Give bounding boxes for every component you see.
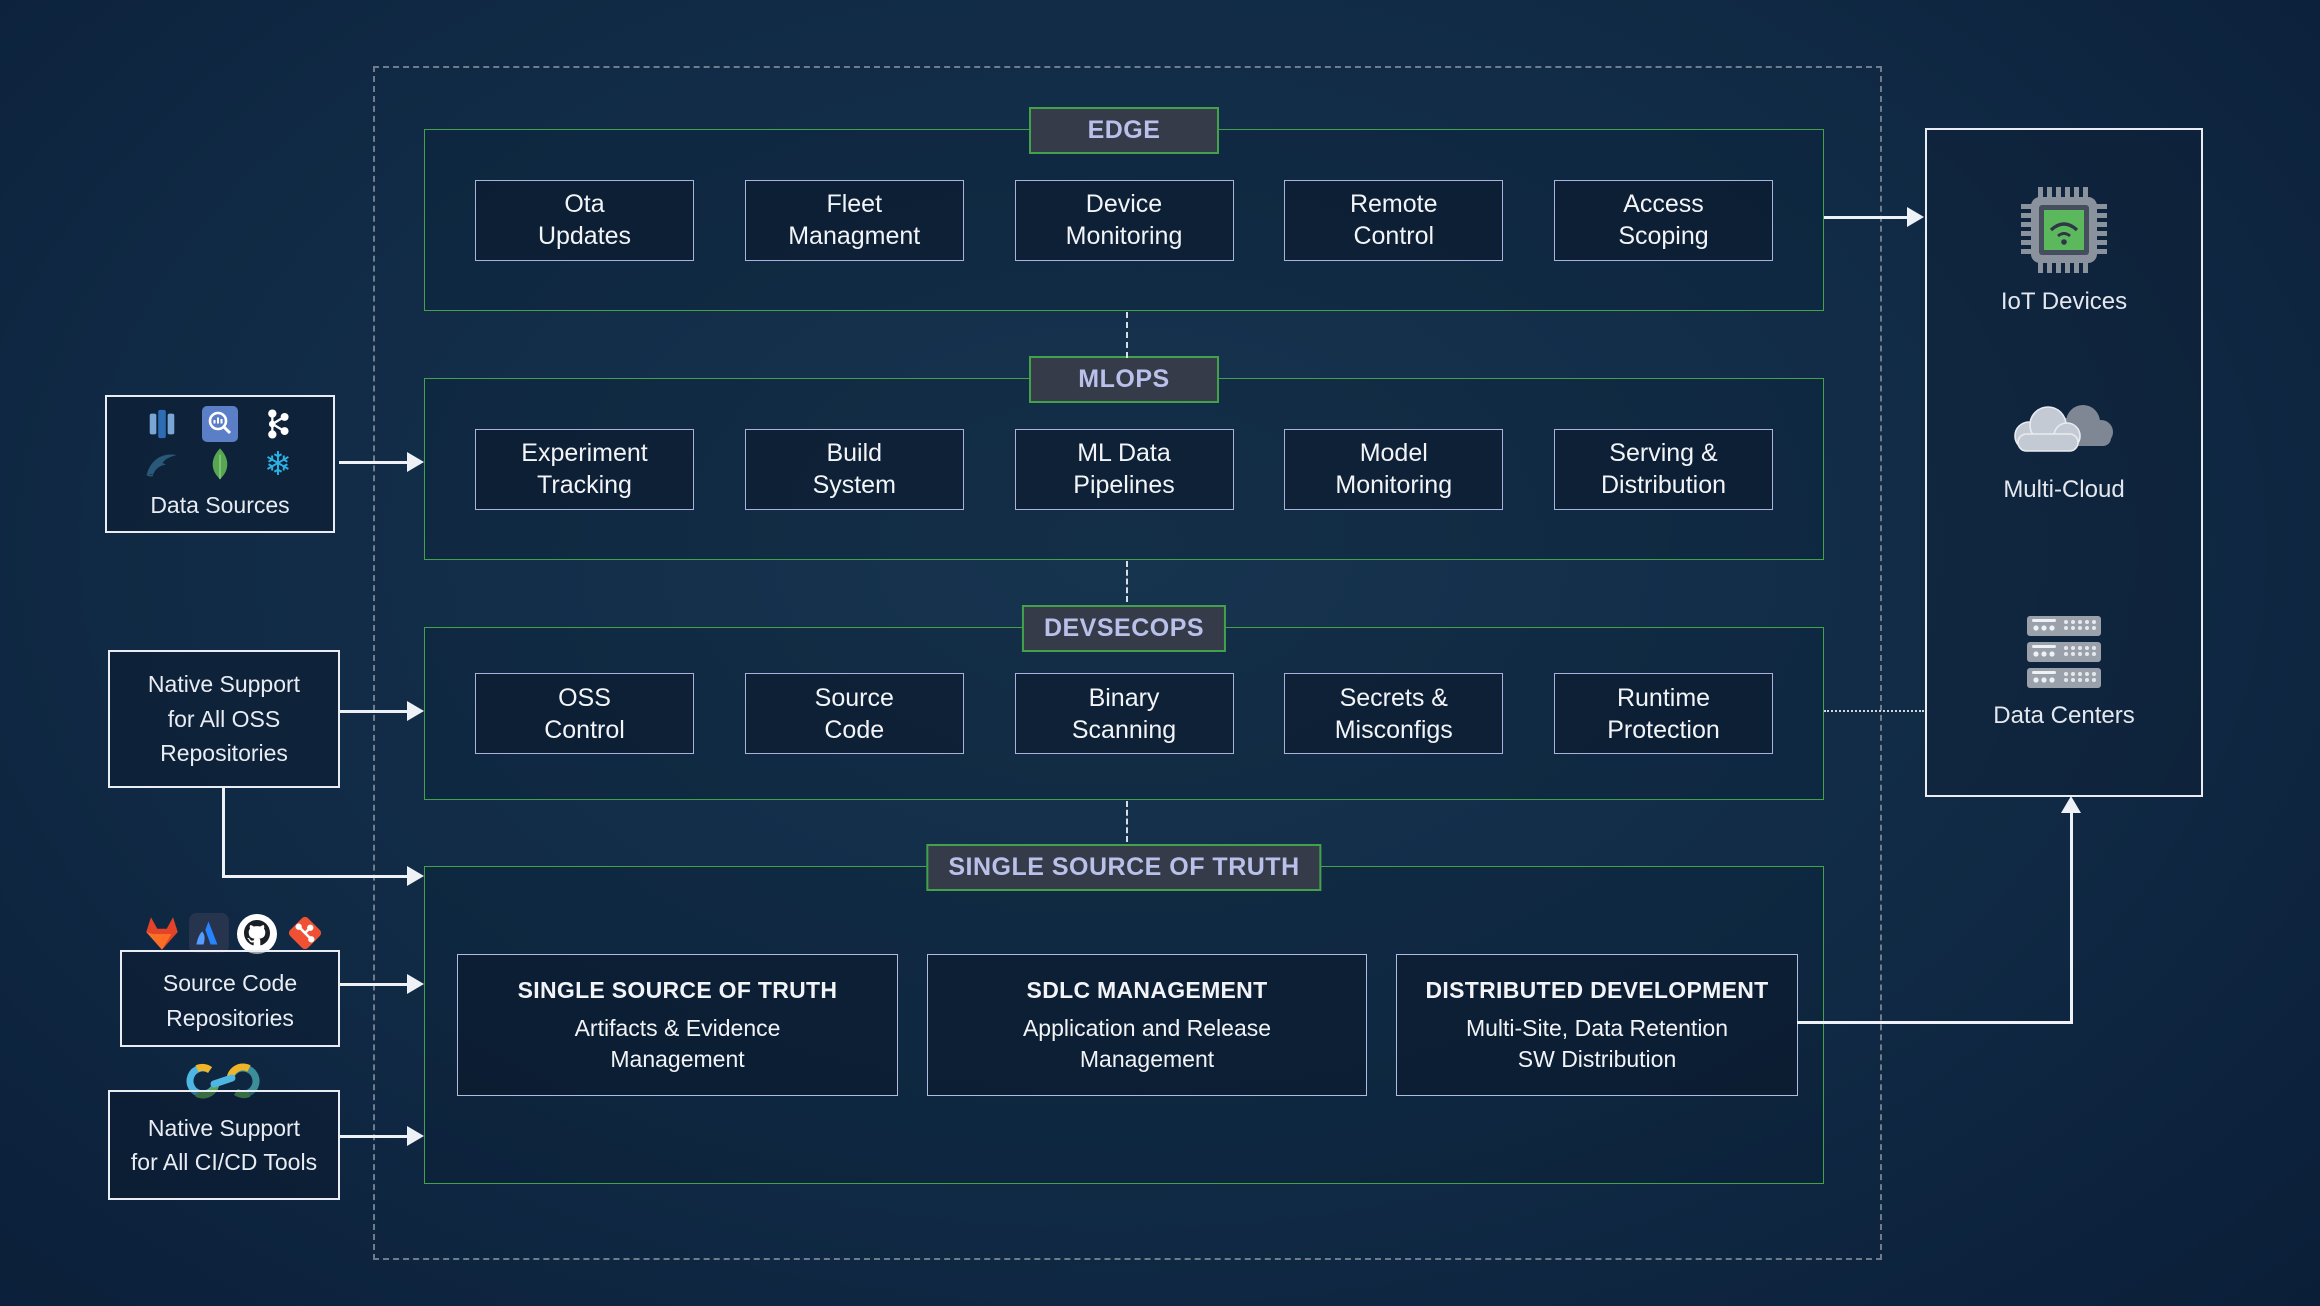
- node-secrets-misconfigs: Secrets &Misconfigs: [1284, 673, 1504, 754]
- iot-devices-label: IoT Devices: [2000, 288, 2128, 315]
- mongodb-icon: [202, 446, 238, 482]
- mlops-label-text: MLOPS: [1078, 365, 1170, 393]
- snowflake-icon: ❄: [264, 444, 292, 482]
- oss-support-box: Native Support for All OSS Repositories: [108, 650, 340, 788]
- source-code-icons: [141, 912, 326, 961]
- multi-cloud-item: Multi-Cloud: [1927, 398, 2201, 504]
- oss-support-arrow-line: [340, 710, 408, 713]
- card-sdlc-management: SDLC MANAGEMENT Application and Release …: [927, 954, 1367, 1096]
- edge-iot-arrow-head: [1907, 207, 1924, 227]
- devsecops-ssot-connector: [1126, 801, 1128, 842]
- node-serving-distribution: Serving &Distribution: [1554, 428, 1773, 510]
- mysql-icon: [144, 446, 180, 482]
- edge-iot-arrow-line: [1824, 216, 1908, 219]
- ssot-label-text: SINGLE SOURCE OF TRUTH: [948, 853, 1300, 881]
- source-code-arrow-head: [407, 974, 424, 994]
- data-sources-box: ❄ Data Sources: [105, 395, 335, 533]
- devsecops-panel-dotted-line: [1824, 710, 1924, 712]
- card-single-source-of-truth: SINGLE SOURCE OF TRUTH Artifacts & Evide…: [457, 954, 898, 1096]
- devsecops-section-label: DEVSECOPS: [1021, 605, 1227, 652]
- quicksight-icon: [202, 405, 238, 442]
- distributed-dev-horizontal-line: [1797, 1021, 2073, 1024]
- destinations-panel: IoT Devices Multi-Cloud: [1925, 128, 2203, 797]
- edge-mlops-connector: [1126, 312, 1128, 358]
- distributed-dev-vertical-line: [2070, 812, 2073, 1023]
- data-sources-arrow-line: [339, 461, 408, 464]
- github-icon: [235, 912, 279, 961]
- card-distributed-development: DISTRIBUTED DEVELOPMENT Multi-Site, Data…: [1396, 954, 1798, 1096]
- edge-section-label: EDGE: [1029, 107, 1219, 154]
- data-sources-arrow-head: [407, 452, 424, 472]
- kafka-icon: [260, 406, 296, 442]
- ssot-section: SINGLE SOURCE OF TRUTH SINGLE SOURCE OF …: [424, 844, 1824, 1184]
- mlops-section-label: MLOPS: [1029, 356, 1219, 403]
- data-sources-label: Data Sources: [150, 491, 290, 518]
- atlassian-icon: [188, 912, 230, 961]
- oss-support-arrow-head: [407, 701, 424, 721]
- iot-chip-icon: [2018, 184, 2110, 281]
- gitlab-icon: [141, 912, 183, 961]
- oss-ssot-arrow-head: [407, 866, 424, 886]
- iot-devices-item: IoT Devices: [1927, 184, 2201, 316]
- source-code-arrow-line: [340, 983, 408, 986]
- oss-ssot-horizontal-line: [222, 875, 408, 878]
- devops-infinity-icon: [184, 1061, 262, 1106]
- multi-cloud-label: Multi-Cloud: [2003, 476, 2125, 503]
- distributed-dev-arrow-head: [2061, 796, 2081, 813]
- data-centers-label: Data Centers: [1993, 702, 2135, 729]
- git-icon: [284, 912, 326, 961]
- cicd-arrow-line: [340, 1135, 408, 1138]
- multi-cloud-icon: [2009, 398, 2119, 469]
- source-code-repositories-box: Source Code Repositories: [120, 950, 340, 1047]
- ssot-section-label: SINGLE SOURCE OF TRUTH: [926, 844, 1322, 891]
- data-sources-icon-grid: ❄: [144, 405, 296, 482]
- devsecops-label-text: DEVSECOPS: [1043, 614, 1205, 642]
- platform-boundary: [373, 66, 1882, 1260]
- oss-ssot-vertical-line: [222, 788, 225, 877]
- data-centers-icon: [2026, 614, 2102, 695]
- mlops-devsecops-connector: [1126, 561, 1128, 602]
- redshift-icon: [144, 406, 180, 442]
- cicd-support-box: Native Support for All CI/CD Tools: [108, 1090, 340, 1200]
- edge-label-text: EDGE: [1087, 116, 1161, 144]
- cicd-arrow-head: [407, 1126, 424, 1146]
- data-centers-item: Data Centers: [1927, 614, 2201, 730]
